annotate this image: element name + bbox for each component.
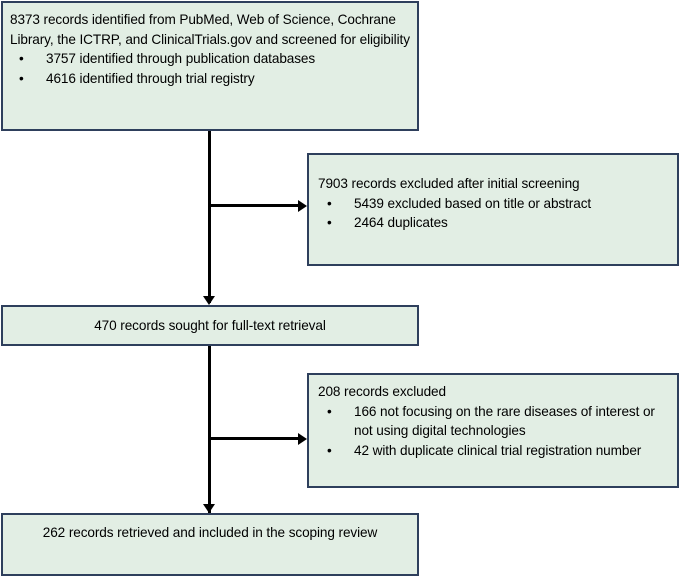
list-item: • 166 not focusing on the rare diseases … <box>318 402 671 441</box>
bullet-icon: • <box>19 51 24 66</box>
list-item-label: 2464 duplicates <box>354 215 448 230</box>
bullet-icon: • <box>19 70 24 86</box>
box-records-excluded-full-text: 208 records excluded • 166 not focusing … <box>307 373 679 488</box>
arrow-down-icon <box>203 504 215 513</box>
arrow-down-icon <box>203 296 215 305</box>
box-records-identified: 8373 records identified from PubMed, Web… <box>1 1 419 131</box>
box-records-sought-full-text-lead: 470 records sought for full-text retriev… <box>94 317 326 333</box>
box-records-identified-bullets: • 3757 identified through publication da… <box>10 49 411 88</box>
list-item: • 2464 duplicates <box>318 213 671 233</box>
box-records-excluded-screening-lead: 7903 records excluded after initial scre… <box>318 176 580 191</box>
arrow-right-icon <box>298 199 307 212</box>
bullet-icon: • <box>327 403 332 419</box>
bullet-icon: • <box>327 442 332 458</box>
connector-identification-to-fulltext <box>208 131 211 303</box>
connector-fulltext-to-included <box>208 346 211 513</box>
connector-fulltext-to-excluded-full-text <box>208 437 300 440</box>
box-records-sought-full-text: 470 records sought for full-text retriev… <box>1 305 419 346</box>
box-records-excluded-full-text-lead: 208 records excluded <box>318 384 446 399</box>
list-item-label: 4616 identified through trial registry <box>46 70 255 86</box>
box-records-excluded-screening: 7903 records excluded after initial scre… <box>307 153 679 266</box>
bullet-icon: • <box>327 195 332 211</box>
bullet-icon: • <box>327 215 332 230</box>
box-records-included: 262 records retrieved and included in th… <box>1 513 419 576</box>
connector-identification-to-excluded-screening <box>208 204 300 207</box>
arrow-right-icon <box>298 432 307 445</box>
list-item: • 3757 identified through publication da… <box>10 49 411 69</box>
box-records-identified-lead: 8373 records identified from PubMed, Web… <box>10 12 410 47</box>
list-item-label: 5439 excluded based on title or abstract <box>354 195 592 211</box>
list-item-label: 42 with duplicate clinical trial registr… <box>354 442 642 458</box>
box-records-included-lead: 262 records retrieved and included in th… <box>42 525 378 540</box>
list-item: • 5439 excluded based on title or abstra… <box>318 194 671 214</box>
list-item-label: 3757 identified through publication data… <box>46 51 316 66</box>
box-records-excluded-full-text-bullets: • 166 not focusing on the rare diseases … <box>318 402 671 461</box>
list-item: • 42 with duplicate clinical trial regis… <box>318 441 671 461</box>
list-item-label: 166 not focusing on the rare diseases of… <box>354 403 655 439</box>
box-records-excluded-screening-bullets: • 5439 excluded based on title or abstra… <box>318 194 671 233</box>
list-item: • 4616 identified through trial registry <box>10 69 411 89</box>
